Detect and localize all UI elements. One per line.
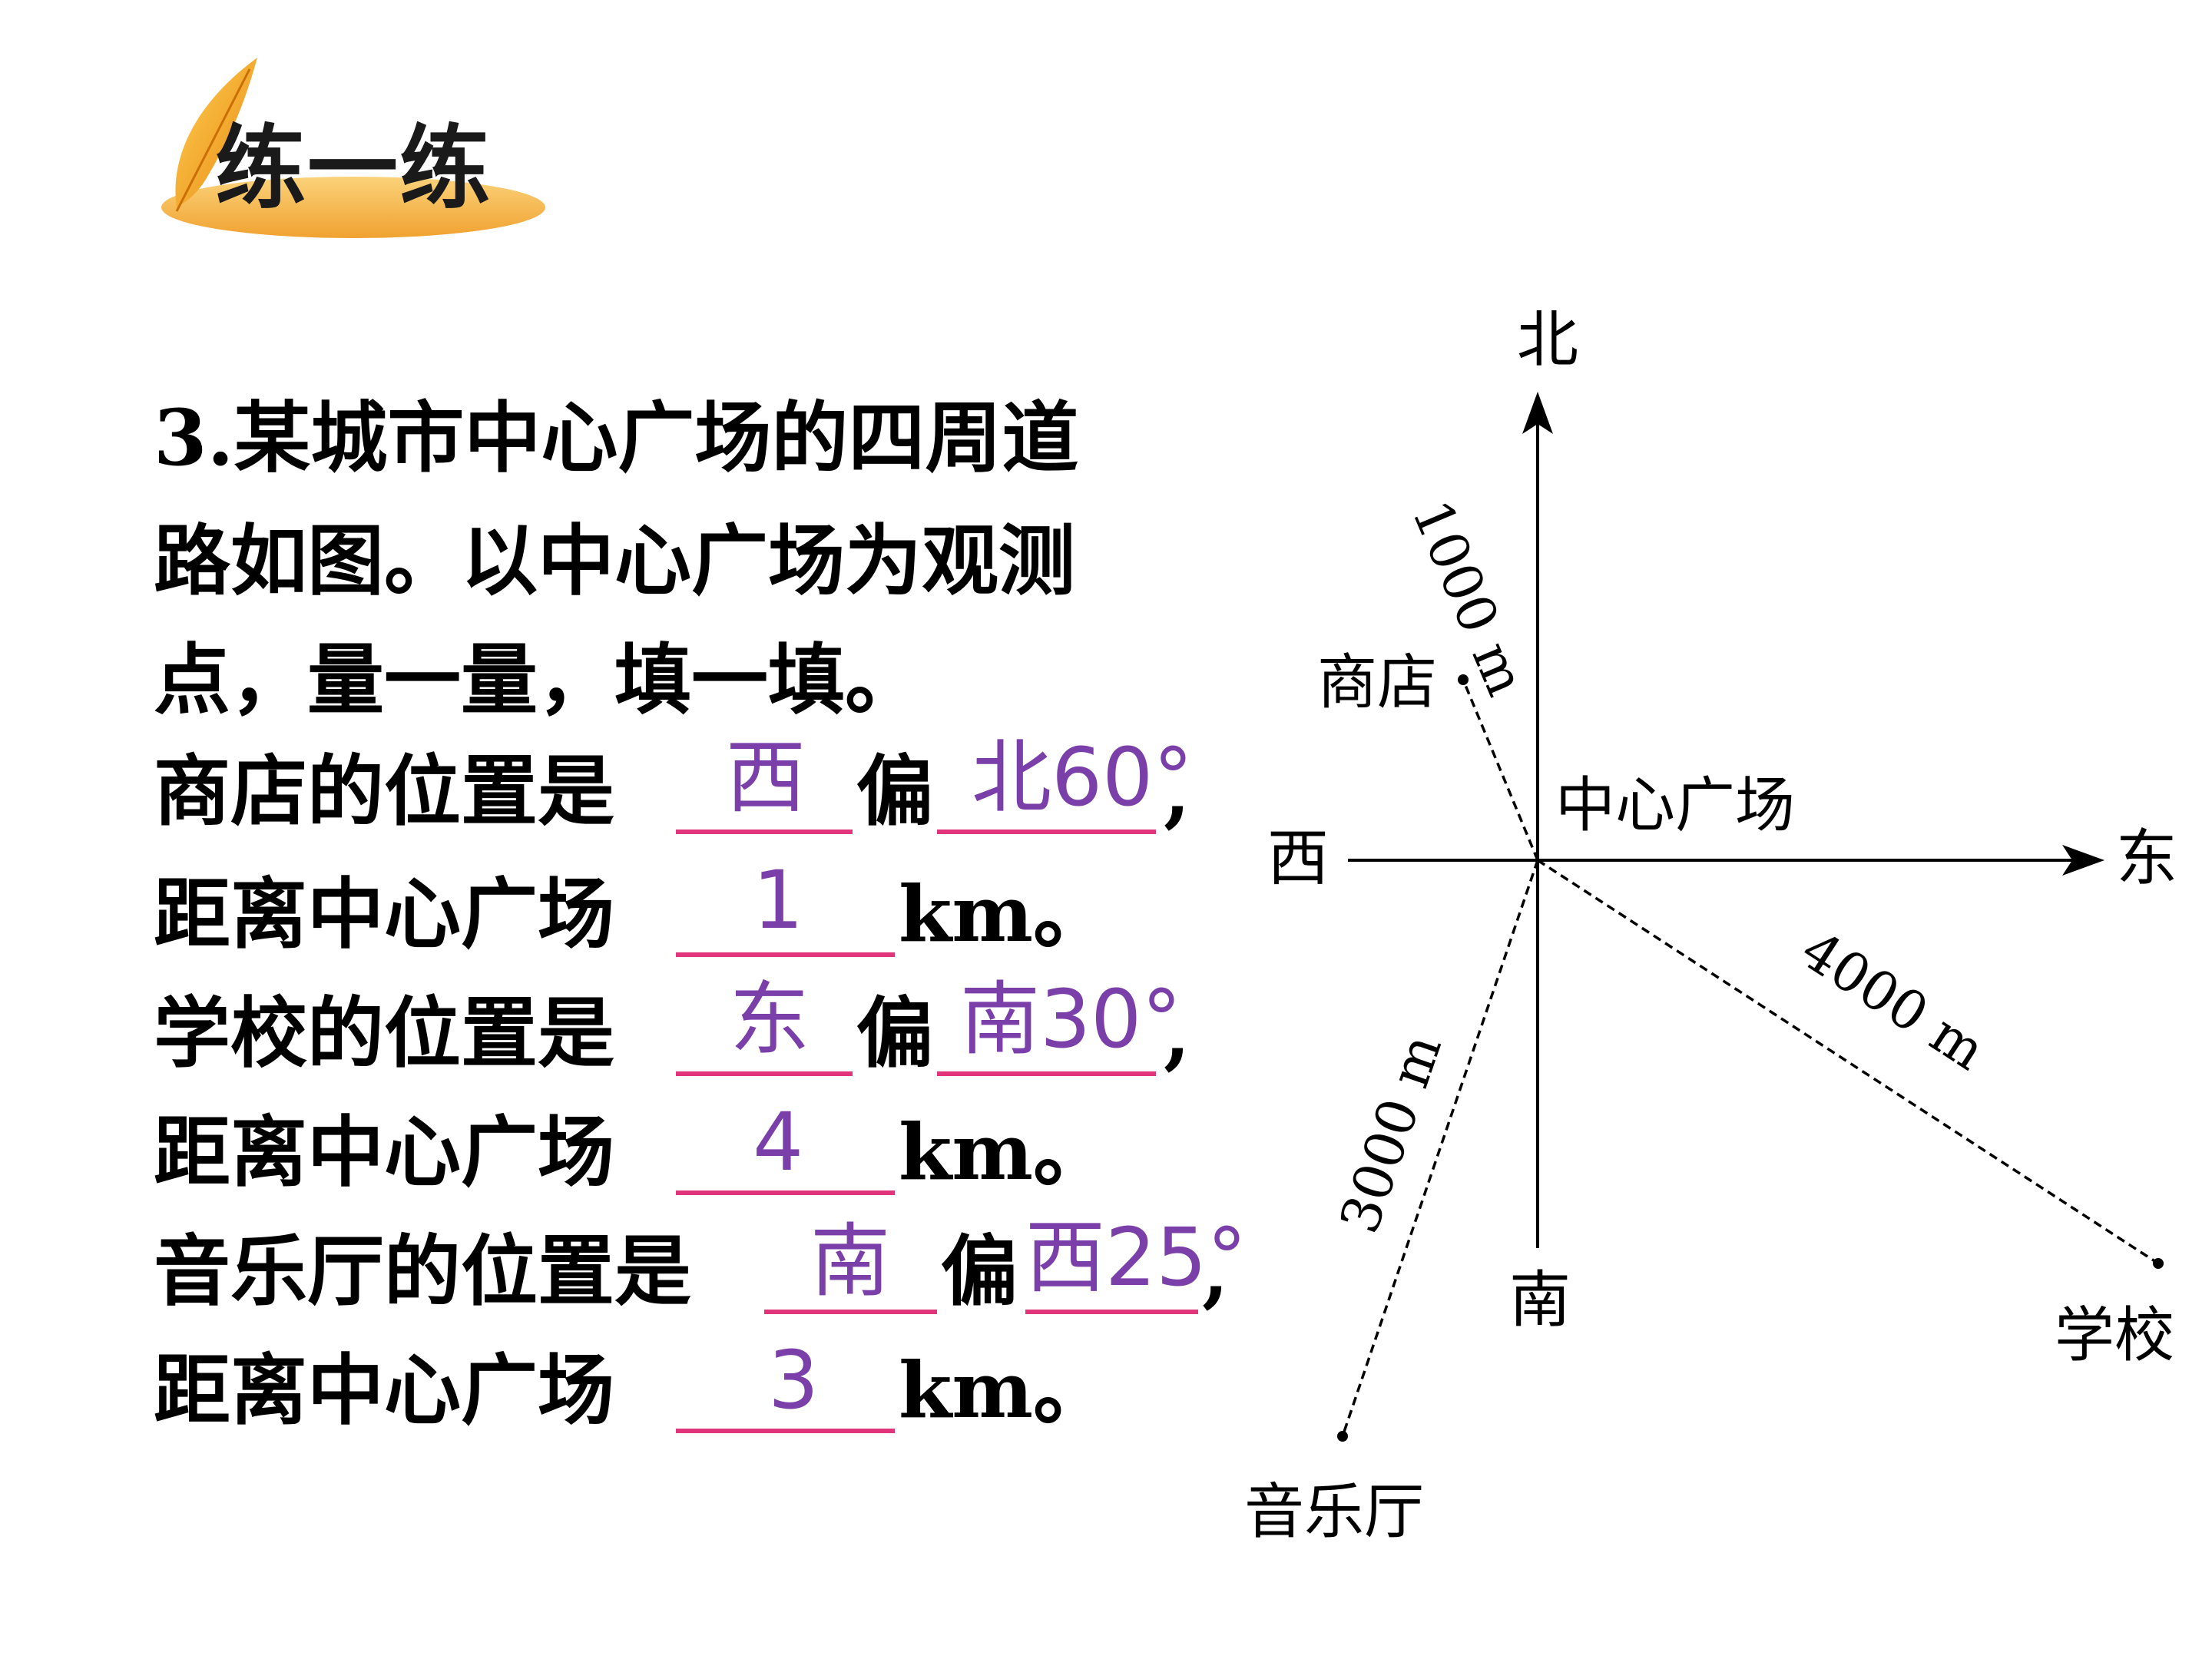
south-label: 南 — [1509, 1264, 1571, 1336]
hall-direction-answer: 南 — [810, 1214, 891, 1308]
hall-angle-answer: 西25° — [1025, 1210, 1247, 1304]
page-title: 练一练 — [215, 115, 492, 221]
school-distance-answer: 4 — [753, 1095, 804, 1189]
shop-point — [1458, 674, 1469, 685]
hall-bias-word: 偏 — [941, 1226, 1018, 1316]
hall-distance-answer: 3 — [768, 1333, 820, 1427]
shop-label: 商店的位置是 — [154, 746, 614, 836]
hall-comma: , — [1202, 1226, 1229, 1316]
east-arrow-icon — [2062, 845, 2104, 876]
shop-comma: , — [1164, 746, 1190, 836]
north-arrow-icon — [1522, 392, 1553, 434]
shop-distance-blank — [676, 860, 895, 957]
hall-unit: km。 — [899, 1345, 1111, 1435]
shop-distance-answer: 1 — [753, 853, 804, 947]
school-bias-word: 偏 — [856, 988, 933, 1078]
shop-direction-answer: 西 — [726, 730, 806, 824]
north-label: 北 — [1517, 304, 1578, 376]
school-direction-blank — [676, 979, 853, 1076]
school-unit: km。 — [899, 1107, 1111, 1197]
school-route — [1537, 859, 2159, 1265]
hall-point — [1337, 1431, 1348, 1442]
badge-ellipse — [161, 177, 545, 238]
east-label: 东 — [2116, 823, 2177, 894]
school-distance-label: 距离中心广场 — [154, 1107, 614, 1197]
hall-distance-blank — [676, 1336, 895, 1433]
shop-route — [1462, 679, 1539, 861]
hall-distance-label: 距离中心广场 — [154, 1345, 614, 1435]
hall-label: 音乐厅的位置是 — [154, 1226, 691, 1316]
hall-direction-blank — [764, 1217, 937, 1314]
shop-angle-answer: 北60° — [972, 730, 1194, 824]
center-label: 中心广场 — [1555, 771, 1795, 840]
school-point — [2153, 1258, 2164, 1269]
hall-route — [1341, 859, 1539, 1437]
shop-direction-blank — [676, 737, 853, 834]
west-label: 西 — [1267, 823, 1329, 894]
question-line-3: 点，量一量，填一填。 — [154, 634, 922, 725]
school-distance-text: 4000 m — [1790, 918, 1996, 1082]
school-angle-answer: 南30° — [960, 972, 1182, 1066]
hall-angle-blank — [1025, 1217, 1198, 1314]
feather-quill-icon — [175, 68, 251, 212]
shop-distance-label: 距离中心广场 — [154, 869, 614, 959]
shop-label-map: 商店 — [1317, 648, 1437, 717]
school-label: 学校的位置是 — [154, 988, 614, 1078]
question-line-1: 3.某城市中心广场的四周道 — [154, 392, 1079, 483]
school-direction-answer: 东 — [730, 972, 810, 1066]
school-comma: , — [1164, 988, 1190, 1078]
header-badge — [161, 58, 545, 238]
school-distance-blank — [676, 1098, 895, 1195]
shop-angle-blank — [937, 737, 1156, 834]
hall-distance-text: 3000 m — [1328, 1027, 1454, 1241]
school-label-map: 学校 — [2055, 1301, 2174, 1370]
shop-unit: km。 — [899, 869, 1111, 959]
question-line-2: 路如图。以中心广场为观测 — [154, 515, 1075, 606]
hall-label-map: 音乐厅 — [1244, 1478, 1424, 1547]
shop-bias-word: 偏 — [856, 746, 933, 836]
direction-diagram: 北 南 东 西 中心广场 商店 学校 音乐厅 1000 m 4000 m 300… — [1244, 304, 2177, 1547]
school-angle-blank — [937, 979, 1156, 1076]
